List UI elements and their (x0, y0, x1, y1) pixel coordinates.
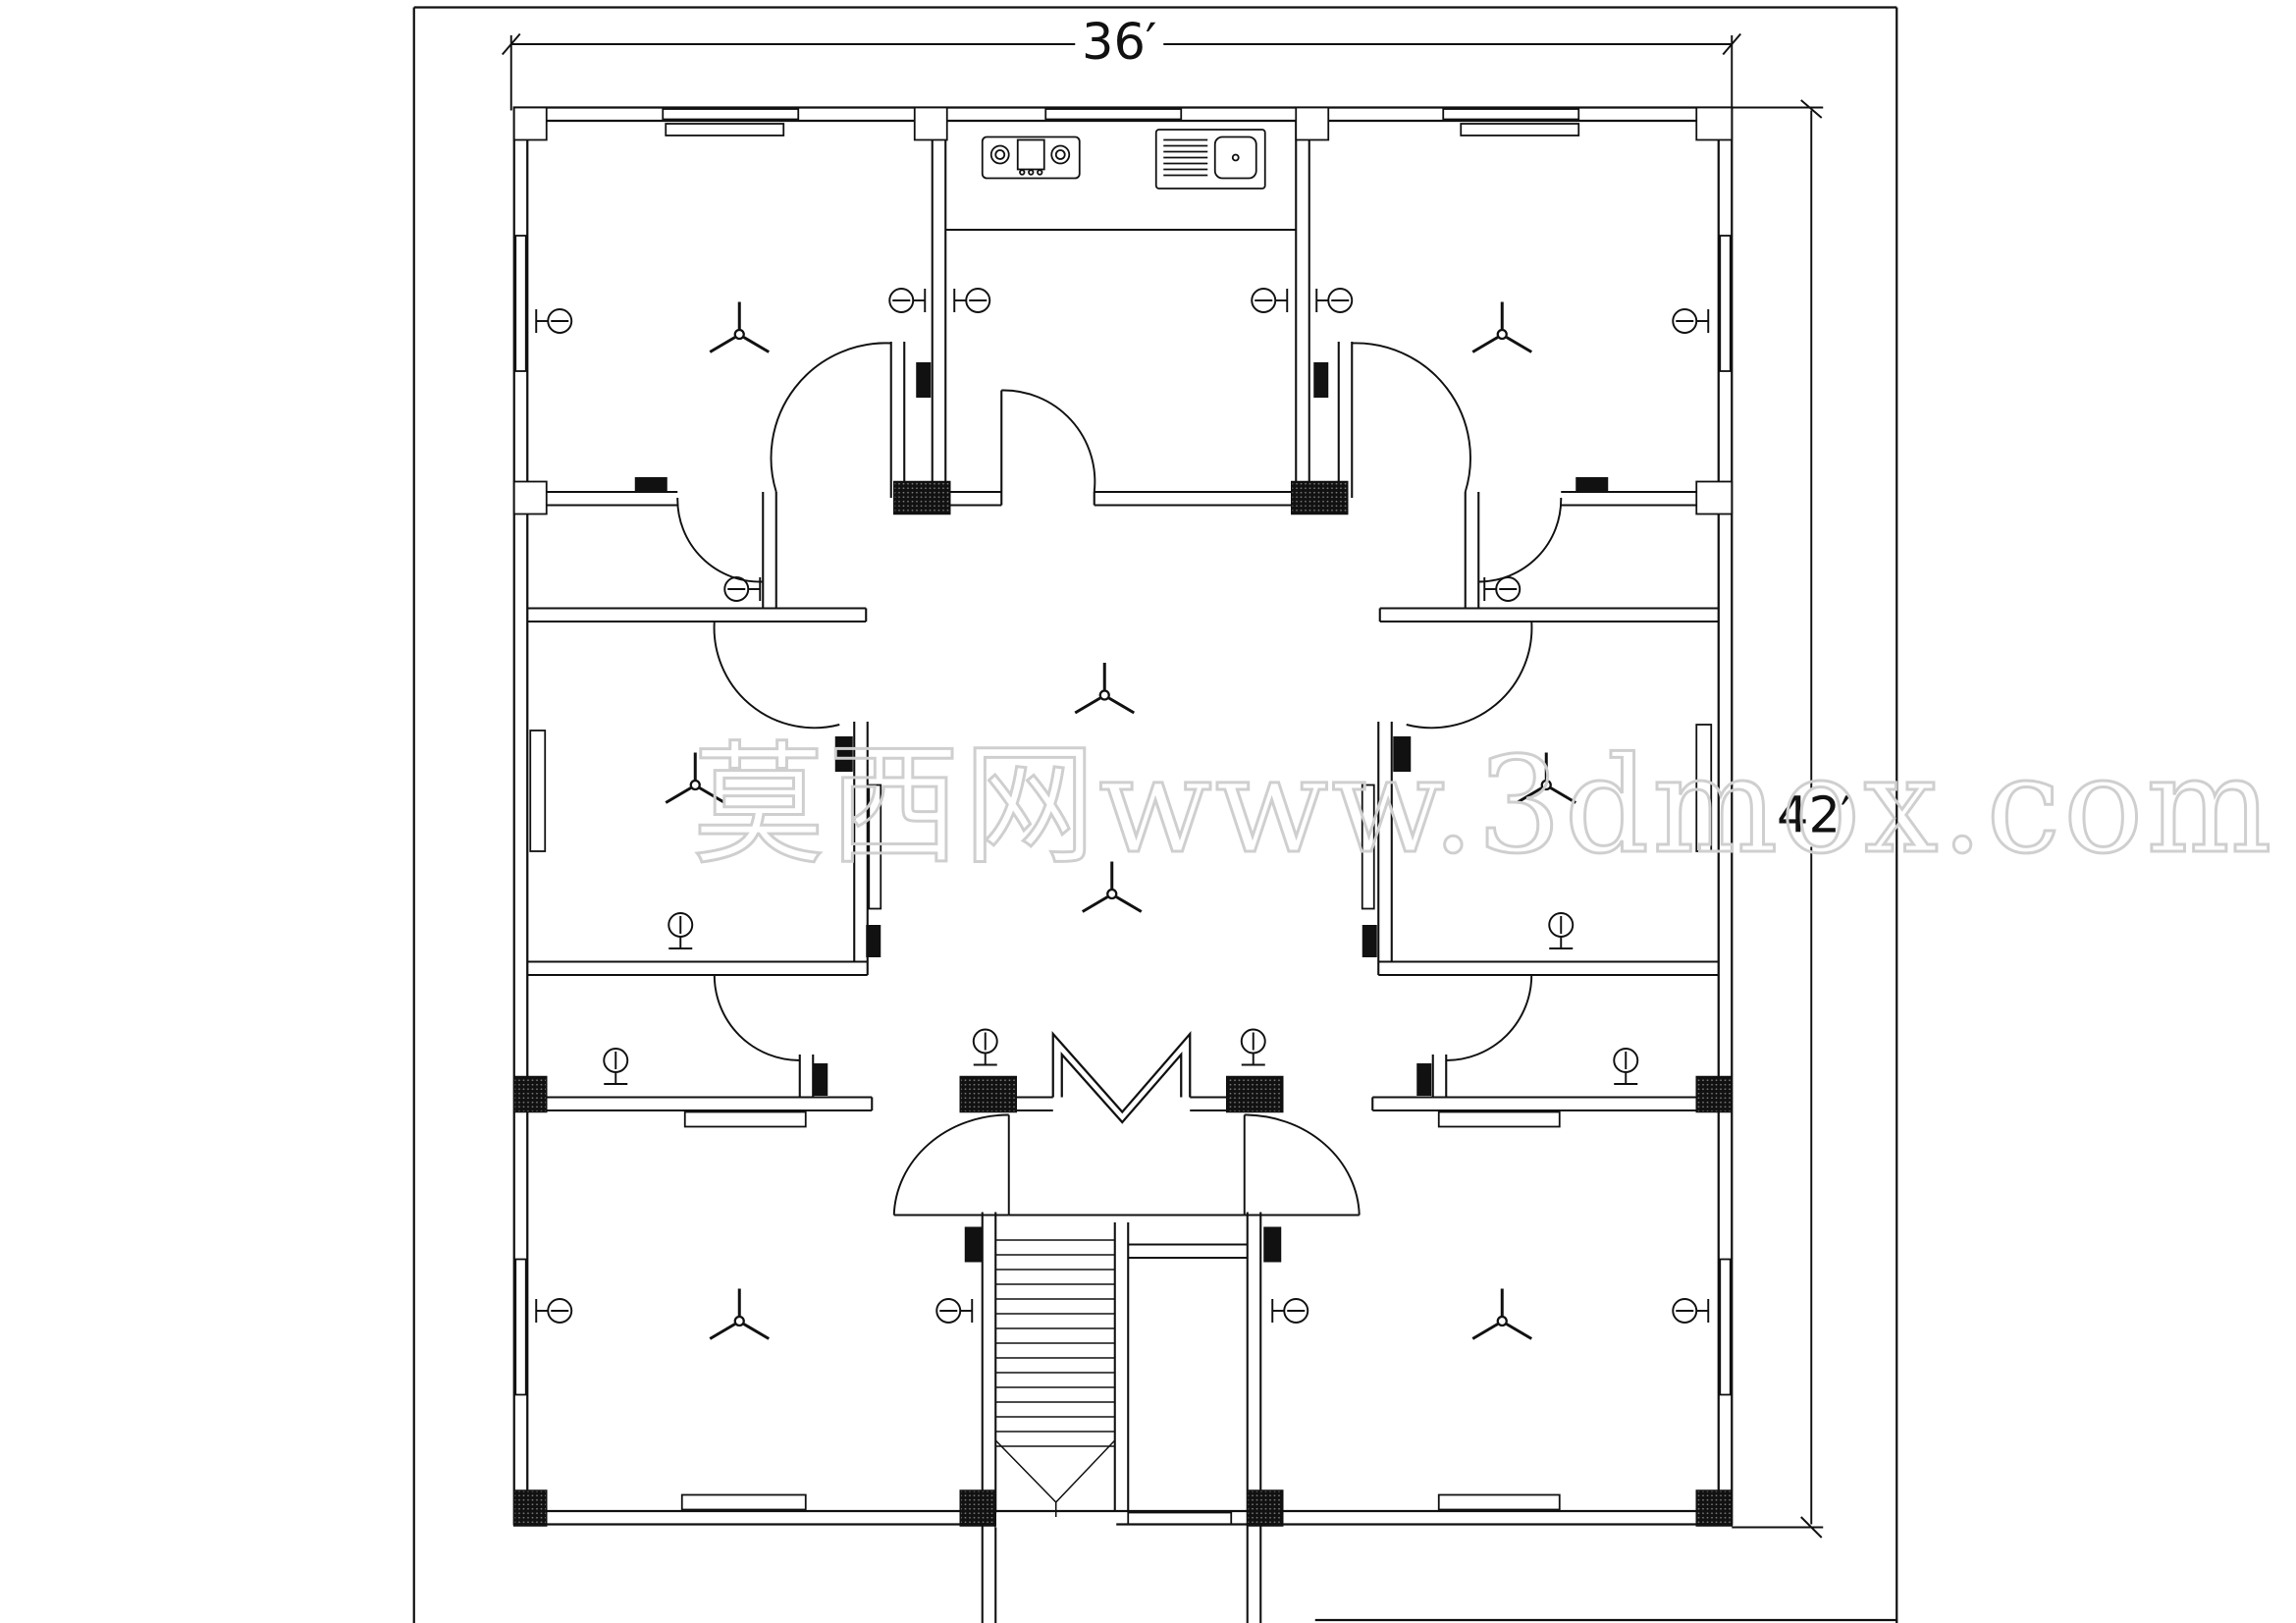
light-icon (667, 912, 694, 949)
main-entry-door (1051, 1030, 1192, 1124)
light-icon (1672, 308, 1710, 334)
staircase (994, 1239, 1116, 1517)
light-icon (1672, 1298, 1710, 1324)
corner-posts (512, 106, 1734, 515)
light-icon (953, 288, 991, 313)
interior-walls (527, 121, 1719, 1623)
light-icon (972, 1028, 998, 1066)
light-icon (535, 308, 573, 334)
light-icon (1548, 912, 1575, 949)
light-icon (1251, 288, 1289, 313)
light-icon (535, 1298, 573, 1324)
windows (514, 108, 1732, 1526)
light-icon (1613, 1048, 1639, 1085)
wall-gaps (995, 1512, 1117, 1528)
light-icon (603, 1048, 629, 1085)
watermark-text: 莫西网www.3dmox.com (692, 729, 2274, 883)
sink-icon (1154, 129, 1266, 189)
light-icon (1271, 1298, 1309, 1324)
fan-icon (708, 300, 771, 353)
fan-icon (1470, 1287, 1533, 1340)
stove-icon (981, 135, 1081, 180)
fan-icon (708, 1287, 771, 1340)
outer-walls (512, 106, 1734, 1526)
light-icon (935, 1298, 974, 1324)
dimension-width-label: 36′ (1082, 14, 1156, 72)
door-swings (676, 342, 1563, 1217)
fan-icon (1470, 300, 1533, 353)
light-icon (1240, 1028, 1266, 1066)
switch-boards (634, 362, 1609, 1263)
light-icon (888, 288, 927, 313)
columns (513, 480, 1733, 1527)
dimension-height-label: 42′ (1777, 787, 1851, 845)
plot-boundary (412, 6, 1898, 1623)
fan-icon (1073, 661, 1136, 715)
light-icon (1315, 288, 1354, 313)
